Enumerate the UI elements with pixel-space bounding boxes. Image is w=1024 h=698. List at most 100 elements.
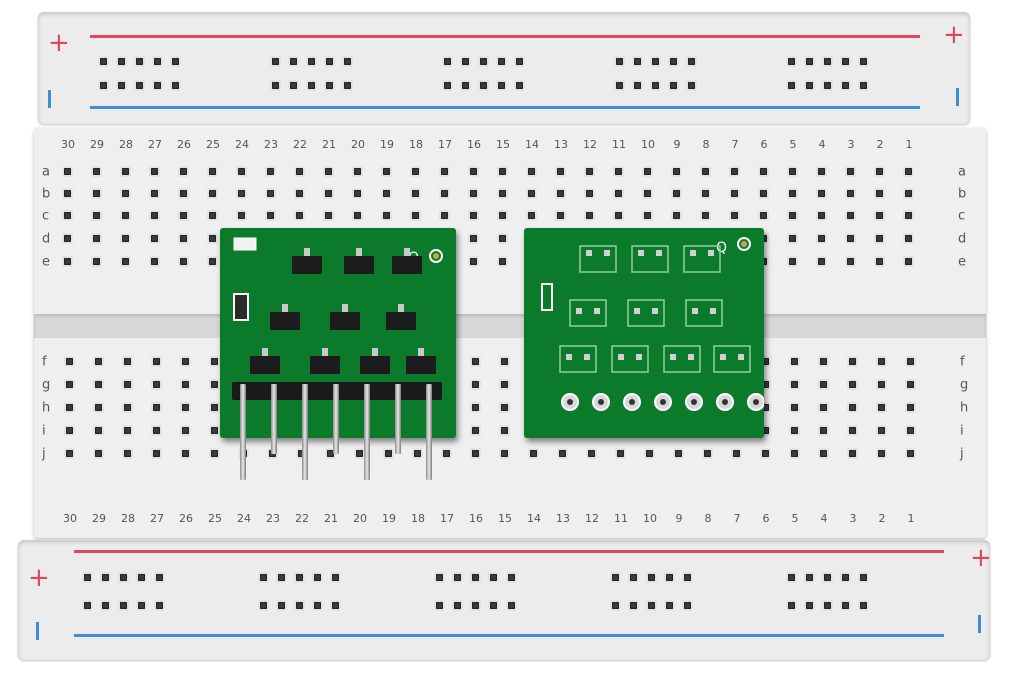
column-number-top: 9 — [673, 138, 681, 151]
bottom-red-stripe — [74, 550, 944, 553]
terminal-hole — [876, 168, 883, 175]
terminal-hole — [238, 168, 245, 175]
rail-hole — [332, 602, 339, 609]
rail-hole — [296, 574, 303, 581]
rail-hole — [290, 58, 297, 65]
terminal-hole — [907, 358, 914, 365]
terminal-hole — [441, 168, 448, 175]
terminal-hole — [296, 212, 303, 219]
column-number-bottom: 11 — [614, 512, 628, 525]
terminal-hole — [499, 212, 506, 219]
row-letter-left: g — [42, 377, 51, 393]
bottom-right-plus-sign: + — [970, 543, 992, 573]
top-right-minus-sign — [956, 88, 959, 106]
terminal-hole — [325, 212, 332, 219]
rail-hole — [260, 602, 267, 609]
terminal-hole — [151, 212, 158, 219]
terminal-hole — [441, 190, 448, 197]
column-number-top: 13 — [554, 138, 568, 151]
rail-hole — [84, 602, 91, 609]
rail-hole — [314, 602, 321, 609]
terminal-hole — [501, 404, 508, 411]
terminal-hole — [93, 190, 100, 197]
rail-hole — [480, 82, 487, 89]
rail-hole — [100, 58, 107, 65]
terminal-hole — [731, 190, 738, 197]
row-letter-left: a — [42, 164, 50, 180]
bottom-left-plus-sign: + — [28, 563, 50, 593]
terminal-hole — [64, 168, 71, 175]
row-letter-right: j — [960, 446, 964, 462]
terminal-hole — [704, 450, 711, 457]
terminal-hole — [211, 381, 218, 388]
terminal-hole — [847, 190, 854, 197]
rail-hole — [688, 58, 695, 65]
terminal-hole — [153, 450, 160, 457]
column-number-top: 7 — [731, 138, 739, 151]
rail-hole — [652, 82, 659, 89]
rail-hole — [118, 82, 125, 89]
terminal-hole — [702, 212, 709, 219]
rail-hole — [824, 602, 831, 609]
terminal-hole — [296, 168, 303, 175]
column-number-top: 23 — [264, 138, 278, 151]
terminal-hole — [182, 358, 189, 365]
rail-hole — [332, 574, 339, 581]
column-number-top: 1 — [905, 138, 913, 151]
terminal-hole — [151, 168, 158, 175]
terminal-hole — [209, 212, 216, 219]
top-right-plus-sign: + — [943, 20, 965, 50]
column-number-top: 18 — [409, 138, 423, 151]
terminal-hole — [907, 404, 914, 411]
terminal-hole — [325, 190, 332, 197]
terminal-hole — [95, 427, 102, 434]
terminal-hole — [762, 381, 769, 388]
terminal-hole — [412, 212, 419, 219]
terminal-hole — [557, 190, 564, 197]
terminal-hole — [818, 190, 825, 197]
terminal-hole — [849, 404, 856, 411]
rail-hole — [788, 574, 795, 581]
terminal-hole — [122, 168, 129, 175]
terminal-hole — [789, 212, 796, 219]
rail-hole — [344, 82, 351, 89]
rail-hole — [172, 58, 179, 65]
column-number-bottom: 10 — [643, 512, 657, 525]
rail-hole — [272, 58, 279, 65]
terminal-hole — [472, 450, 479, 457]
terminal-hole — [557, 168, 564, 175]
terminal-hole — [499, 258, 506, 265]
terminal-hole — [180, 212, 187, 219]
top-red-stripe — [90, 35, 920, 38]
terminal-hole — [615, 190, 622, 197]
rail-hole — [670, 58, 677, 65]
rail-hole — [612, 574, 619, 581]
terminal-hole — [325, 168, 332, 175]
rail-hole — [634, 82, 641, 89]
terminal-hole — [124, 358, 131, 365]
terminal-hole — [180, 235, 187, 242]
terminal-hole — [93, 212, 100, 219]
rail-hole — [684, 574, 691, 581]
terminal-hole — [762, 427, 769, 434]
terminal-hole — [791, 427, 798, 434]
column-number-bottom: 21 — [324, 512, 338, 525]
row-letter-right: b — [958, 186, 967, 202]
terminal-hole — [211, 358, 218, 365]
terminal-hole — [209, 258, 216, 265]
terminal-hole — [267, 190, 274, 197]
rail-hole — [454, 602, 461, 609]
column-number-top: 30 — [61, 138, 75, 151]
rail-hole — [172, 82, 179, 89]
column-number-top: 26 — [177, 138, 191, 151]
top-power-rail — [38, 12, 970, 124]
terminal-hole — [905, 212, 912, 219]
rail-hole — [630, 574, 637, 581]
terminal-hole — [211, 450, 218, 457]
column-number-top: 10 — [641, 138, 655, 151]
terminal-hole — [95, 358, 102, 365]
rail-hole — [308, 58, 315, 65]
terminal-hole — [180, 168, 187, 175]
terminal-hole — [760, 212, 767, 219]
column-number-top: 24 — [235, 138, 249, 151]
